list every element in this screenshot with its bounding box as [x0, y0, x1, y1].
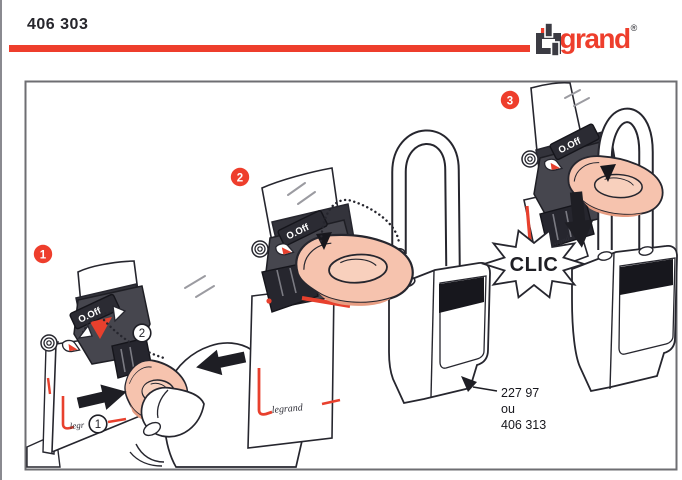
- shackle: [599, 109, 652, 252]
- thumbnail: [142, 421, 162, 437]
- module-red-bracket: [61, 396, 75, 430]
- red-dash: [107, 417, 127, 424]
- red-side-mark: [46, 377, 52, 395]
- dotted-shackle-path: [319, 198, 401, 245]
- slot-marker: [600, 164, 616, 182]
- padlock-black-band: [620, 259, 673, 295]
- padlock-ref-line1: 227 97: [501, 386, 539, 400]
- red-off-arrow: [90, 317, 112, 339]
- thumb-crease: [156, 389, 169, 419]
- legrand-logo-icon: [536, 22, 561, 57]
- action-1-circle: [88, 414, 108, 434]
- action-2-number: 2: [139, 328, 145, 340]
- header-red-rule: [9, 45, 530, 52]
- slot-marker: [316, 232, 332, 250]
- step-1-badge: [33, 244, 53, 264]
- red-dash: [321, 398, 341, 406]
- step-3-illustration: O.Off legrand CLIC 3: [481, 81, 678, 393]
- ref-leader-line: [472, 386, 498, 392]
- speed-lines: [287, 182, 316, 205]
- screw-head: [251, 240, 269, 258]
- module-brand-partial: legr: [69, 420, 85, 431]
- step-3-number: 3: [507, 96, 513, 108]
- toggle-nose-ribs: [276, 267, 297, 297]
- padlock-face-outline: [618, 257, 676, 355]
- module-brand: legrand: [271, 402, 304, 416]
- red-seal-dot: [266, 298, 272, 304]
- shackle-collar-right: [638, 246, 654, 256]
- finger-curls: [129, 443, 165, 467]
- step-2-badge: [230, 167, 250, 187]
- rotate-arrowhead-left: [77, 324, 93, 339]
- action-2-circle: [132, 323, 152, 343]
- dotted-path-device: [102, 318, 166, 360]
- product-reference: 406 303: [27, 16, 89, 33]
- padlock-face-outline: [439, 275, 487, 369]
- page-left-edge: [0, 0, 2, 480]
- padlock-edge-line: [609, 252, 615, 390]
- speed-lines: [564, 89, 590, 107]
- speed-lines: [184, 275, 215, 298]
- screw-head: [40, 334, 58, 352]
- module-red-bracket: [257, 368, 273, 416]
- step-2-illustration: O.Off legrand 2: [230, 129, 546, 449]
- red-seal-stripe: [301, 296, 351, 308]
- registered-mark: ®: [630, 23, 638, 33]
- step-3-badge: [500, 90, 520, 110]
- clic-burst: [481, 229, 587, 299]
- step-1-number: 1: [40, 250, 47, 262]
- shackle: [393, 131, 459, 267]
- padlock-ref-line2: ou: [501, 402, 515, 416]
- breaker-lower-face: [247, 285, 335, 449]
- toggle-label-band: O.Off: [277, 210, 328, 247]
- rotate-arrowhead-right: [112, 304, 127, 323]
- ref-arrowhead: [461, 376, 477, 392]
- legrand-logo: legrand ®: [535, 22, 638, 57]
- padlock-black-band: [439, 277, 484, 313]
- padlock-edge-line: [430, 270, 435, 398]
- padlock-ref-line3: 406 313: [501, 418, 546, 432]
- clic-sound-text: CLIC: [510, 254, 559, 276]
- rotate-dotted-arc: [81, 311, 122, 334]
- toggle-nose-ribs: [120, 346, 135, 373]
- shackle-collar-left: [597, 251, 613, 261]
- screw-head: [521, 150, 539, 168]
- step-2-number: 2: [237, 173, 243, 185]
- action-1-number: 1: [95, 419, 101, 431]
